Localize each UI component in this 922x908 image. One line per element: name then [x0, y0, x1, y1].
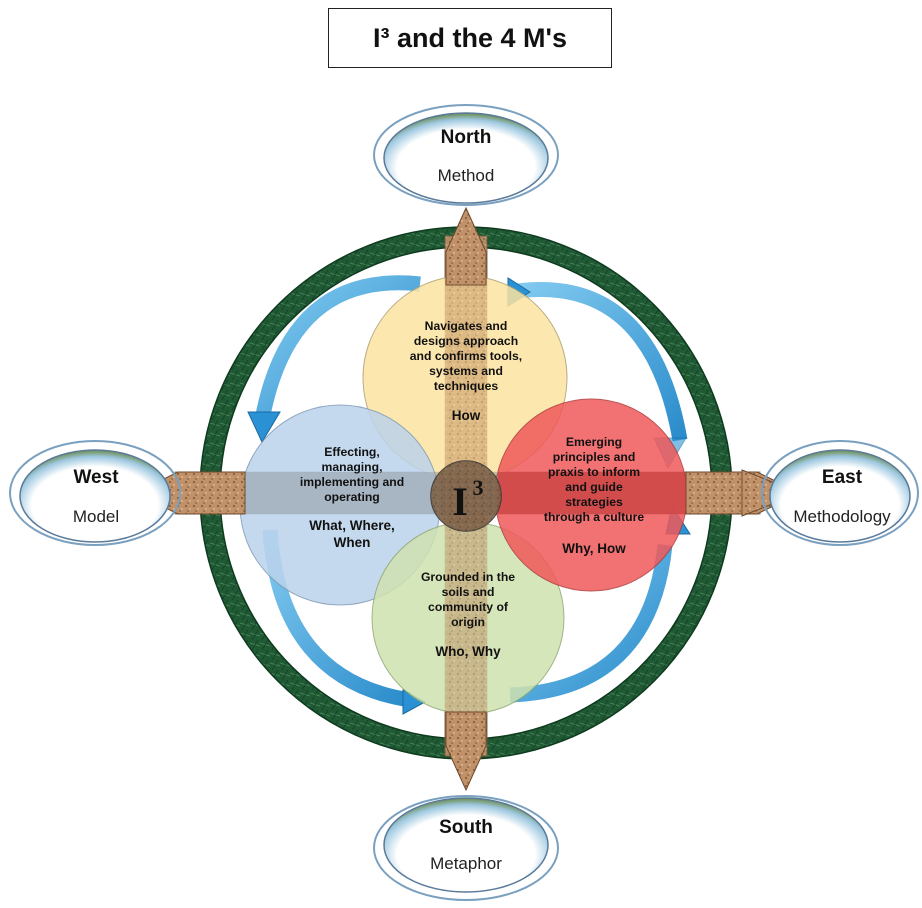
petal-east-line: through a culture [544, 510, 644, 524]
petal-north-line: systems and [429, 364, 503, 378]
petal-east-line: praxis to inform [548, 465, 640, 479]
petal-east-line: Emerging [566, 435, 622, 449]
petal-west-line: managing, [322, 460, 383, 474]
diagram-title: I³ and the 4 M's [373, 22, 567, 53]
globe-west [9, 440, 181, 546]
petal-north-text: Navigates and designs approach and confi… [410, 319, 522, 423]
petal-west-line: Effecting, [324, 445, 380, 459]
petal-south-line: origin [451, 615, 485, 629]
petal-south-line: community of [428, 600, 509, 614]
petal-north-line: Navigates and [425, 319, 508, 333]
petal-east-line: principles and [553, 450, 636, 464]
petal-north-line: and confirms tools, [410, 349, 522, 363]
petal-west-question: What, Where, [309, 518, 395, 533]
petal-south-text: Grounded in the soils and community of o… [421, 570, 515, 659]
east-title: East [822, 467, 863, 488]
petal-east-question: Why, How [562, 541, 626, 556]
south-subtitle: Metaphor [430, 854, 502, 873]
petal-north-line: techniques [434, 379, 499, 393]
west-subtitle: Model [73, 507, 119, 526]
south-title: South [439, 817, 493, 838]
arrow-north [445, 206, 487, 286]
petal-west-line: implementing and [300, 475, 404, 489]
east-subtitle: Methodology [793, 507, 891, 526]
petal-east-line: strategies [565, 495, 623, 509]
north-title: North [441, 127, 492, 148]
west-title: West [73, 467, 119, 488]
diagram-title-box: I³ and the 4 M's [328, 8, 612, 68]
petal-south-question: Who, Why [435, 644, 501, 659]
center-superscript: 3 [473, 475, 484, 500]
petal-west-line: operating [324, 490, 380, 504]
petal-west-text: Effecting, managing, implementing and op… [300, 445, 404, 550]
petal-east-text: Emerging principles and praxis to inform… [544, 435, 644, 556]
globe-north [373, 104, 559, 206]
petal-north-line: designs approach [414, 334, 518, 348]
petal-east-line: and guide [565, 480, 623, 494]
petal-west-question: When [334, 535, 371, 550]
center-label: I [452, 479, 468, 524]
globe-south [373, 795, 559, 901]
north-subtitle: Method [438, 166, 495, 185]
globe-east [761, 440, 919, 546]
petal-south-line: soils and [442, 585, 495, 599]
petal-south-line: Grounded in the [421, 570, 515, 584]
arrow-south [445, 711, 487, 792]
petal-north-question: How [452, 408, 481, 423]
